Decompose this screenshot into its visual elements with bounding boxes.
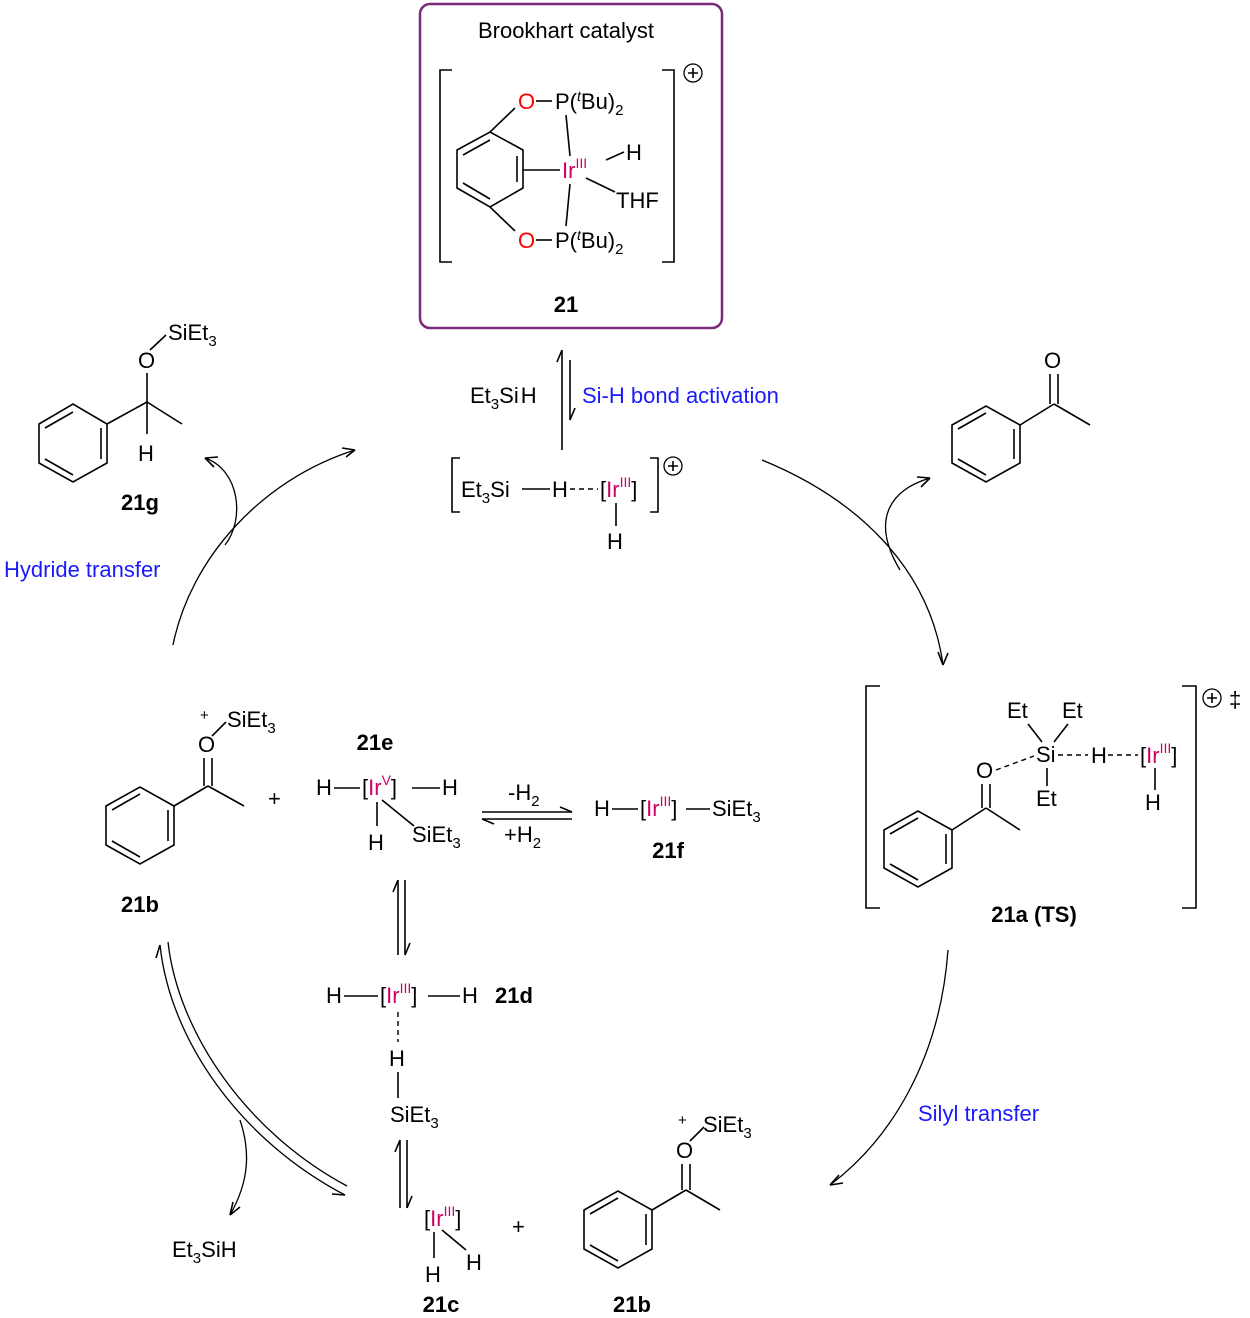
phosphine-bottom: P(tBu)2	[555, 227, 623, 258]
activation-label: Si-H bond activation	[582, 383, 779, 408]
catalyst-box-frame	[418, 2, 724, 330]
arc-h2-pathway-inner	[167, 941, 348, 1187]
silyl-oxocarbenium-21b-left: + SiEt3 O 21b	[105, 707, 276, 917]
arc-hydride-transfer	[172, 449, 356, 646]
equilibrium-21e-21d	[392, 879, 411, 956]
iridium-center: IrIII	[562, 155, 587, 183]
21d-iridium: [IrIII]	[380, 980, 417, 1008]
minus-h2-label: -H2	[508, 780, 540, 810]
21e-h-left: H	[316, 775, 332, 800]
ketone-oxygen: O	[1044, 348, 1061, 373]
silyl-transfer-label: Silyl transfer	[918, 1101, 1039, 1126]
phosphine-top: P(tBu)2	[555, 88, 623, 119]
sigma-iridium: [IrIII]	[600, 474, 637, 502]
ts-bridging-h: H	[1091, 743, 1107, 768]
21e-iridium: [IrV]	[362, 772, 397, 800]
cycle-arcs: Hydride transfer Silyl transfer	[4, 447, 1039, 1216]
dihydride-21c: [IrIII] H H 21c	[423, 1203, 482, 1317]
arc-substrate-binding	[761, 459, 944, 666]
label-21e: 21e	[357, 730, 394, 755]
plus-h2-label: +H2	[504, 822, 541, 852]
hydride-transfer-label: Hydride transfer	[4, 557, 161, 582]
label-21g: 21g	[121, 490, 159, 515]
equilibrium-21d-21c	[394, 1139, 413, 1209]
silane-exit-arrow	[229, 1119, 248, 1216]
silyl-ether-group: SiEt3	[168, 320, 217, 350]
oxonium-oxygen-bottom: O	[676, 1138, 693, 1163]
sigma-silyl: Et3Si	[461, 477, 510, 507]
benzylic-h: H	[138, 441, 154, 466]
ether-oxygen: O	[138, 348, 155, 373]
dihydride-silane-21d: H [IrIII] H 21d H SiEt3	[326, 980, 533, 1132]
ts-iridium: [IrIII]	[1140, 740, 1177, 768]
arc-h2-pathway-outer	[159, 944, 346, 1196]
oxonium-charge-left: +	[200, 707, 209, 724]
oxygen-top: O	[518, 89, 535, 114]
catalyst-bracket-left	[439, 69, 452, 263]
21f-silyl: SiEt3	[712, 796, 761, 826]
oxonium-silyl-left: SiEt3	[227, 707, 276, 737]
21d-silyl: SiEt3	[390, 1102, 439, 1132]
catalyst-box: Brookhart catalyst O P(tBu)2 O P(tBu)2 I…	[418, 2, 724, 330]
si-h-activation-step: Et3SiH Si-H bond activation	[470, 349, 779, 450]
21c-iridium: [IrIII]	[424, 1203, 461, 1231]
iridium-v-21e: 21e H [IrV] H H SiEt3	[316, 730, 461, 855]
silane-reagent-top: Et3SiH	[470, 383, 537, 413]
sigma-terminal-h: H	[607, 529, 623, 554]
21e-silyl: SiEt3	[412, 822, 461, 852]
product-exit-arrow	[204, 457, 238, 546]
ts-ethyl-2: Et	[1062, 698, 1083, 723]
catalyst-thf: THF	[616, 188, 659, 213]
h2-equilibrium: -H2 +H2	[481, 780, 573, 852]
sigma-complex: Et3Si H [IrIII] H	[451, 456, 683, 554]
oxonium-silyl-bottom: SiEt3	[703, 1112, 752, 1142]
21f-iridium: [IrIII]	[640, 793, 677, 821]
plus-sign-middle: +	[268, 786, 281, 811]
oxygen-bottom: O	[518, 228, 535, 253]
catalyst-title: Brookhart catalyst	[478, 18, 654, 43]
silyl-oxocarbenium-21b-bottom: + SiEt3 O 21b	[583, 1112, 752, 1317]
substrate-entry-arrow	[884, 477, 931, 571]
silane-released: Et3SiH	[172, 1237, 237, 1267]
acetophenone-substrate: O	[951, 348, 1091, 483]
21d-h-right: H	[462, 983, 478, 1008]
oxonium-charge-bottom: +	[678, 1112, 687, 1129]
label-21b-bottom: 21b	[613, 1292, 651, 1317]
21d-bridging-h: H	[389, 1046, 405, 1071]
catalyst-bracket-right	[662, 69, 675, 263]
21d-h-left: H	[326, 983, 342, 1008]
21f-h: H	[594, 796, 610, 821]
silyl-iridium-21f: H [IrIII] SiEt3 21f	[594, 793, 761, 863]
arc-silyl-transfer	[829, 949, 949, 1186]
21e-h-right: H	[442, 775, 458, 800]
sigma-bridging-h: H	[552, 477, 568, 502]
transition-state-21a: ‡ Et Et Si Et H [IrIII] H O 21a (TS)	[865, 685, 1241, 927]
product-21g: SiEt3 O H 21g	[38, 320, 217, 515]
ts-silicon: Si	[1036, 742, 1056, 767]
catalyst-number: 21	[554, 292, 578, 317]
ts-ethyl-3: Et	[1036, 786, 1057, 811]
ts-terminal-h: H	[1145, 790, 1161, 815]
label-21f: 21f	[652, 838, 684, 863]
ts-ethyl-1: Et	[1007, 698, 1028, 723]
label-21c: 21c	[423, 1292, 460, 1317]
label-21a: 21a (TS)	[991, 902, 1077, 927]
charge-plus-icon	[683, 63, 703, 83]
plus-sign-bottom: +	[512, 1214, 525, 1239]
catalyst-hydride: H	[626, 140, 642, 165]
21c-h-1: H	[425, 1262, 441, 1287]
label-21d: 21d	[495, 983, 533, 1008]
ts-double-dagger: ‡	[1229, 687, 1241, 712]
oxonium-oxygen-left: O	[198, 732, 215, 757]
label-21b-left: 21b	[121, 892, 159, 917]
21c-h-2: H	[466, 1250, 482, 1275]
21e-h-bottom: H	[368, 830, 384, 855]
ts-oxygen: O	[976, 758, 993, 783]
